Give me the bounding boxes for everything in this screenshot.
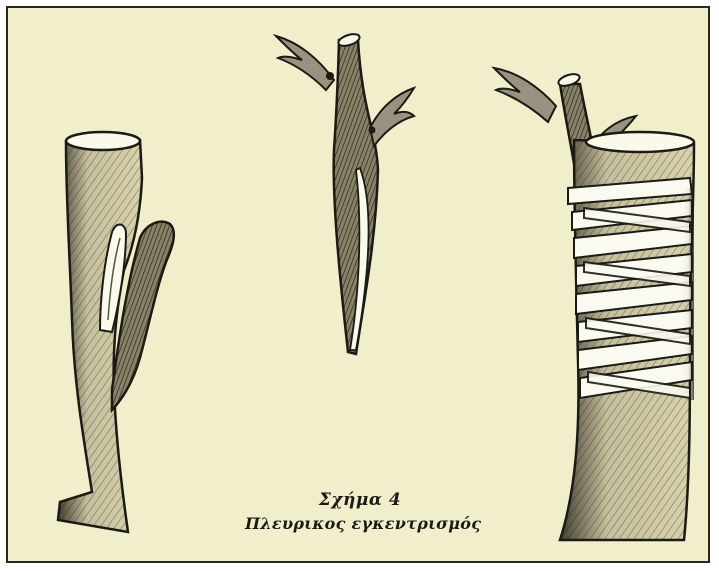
grafted-and-wrapped-stock: [494, 68, 694, 540]
wrapped-stock-cut-top: [586, 132, 694, 152]
scion-leaf-right: [370, 88, 414, 146]
rootstock-cut-top: [66, 132, 140, 150]
rootstock-with-side-cut: [58, 132, 174, 532]
figure-caption-title: Σχήμα 4: [245, 490, 475, 510]
wedge-shaped-scion: [276, 32, 414, 354]
figure-caption-subtitle: Πλευρικος εγκεντρισμός: [245, 514, 475, 533]
scion-leaf-left: [276, 36, 334, 90]
grafted-scion-leaf-left: [494, 68, 556, 122]
